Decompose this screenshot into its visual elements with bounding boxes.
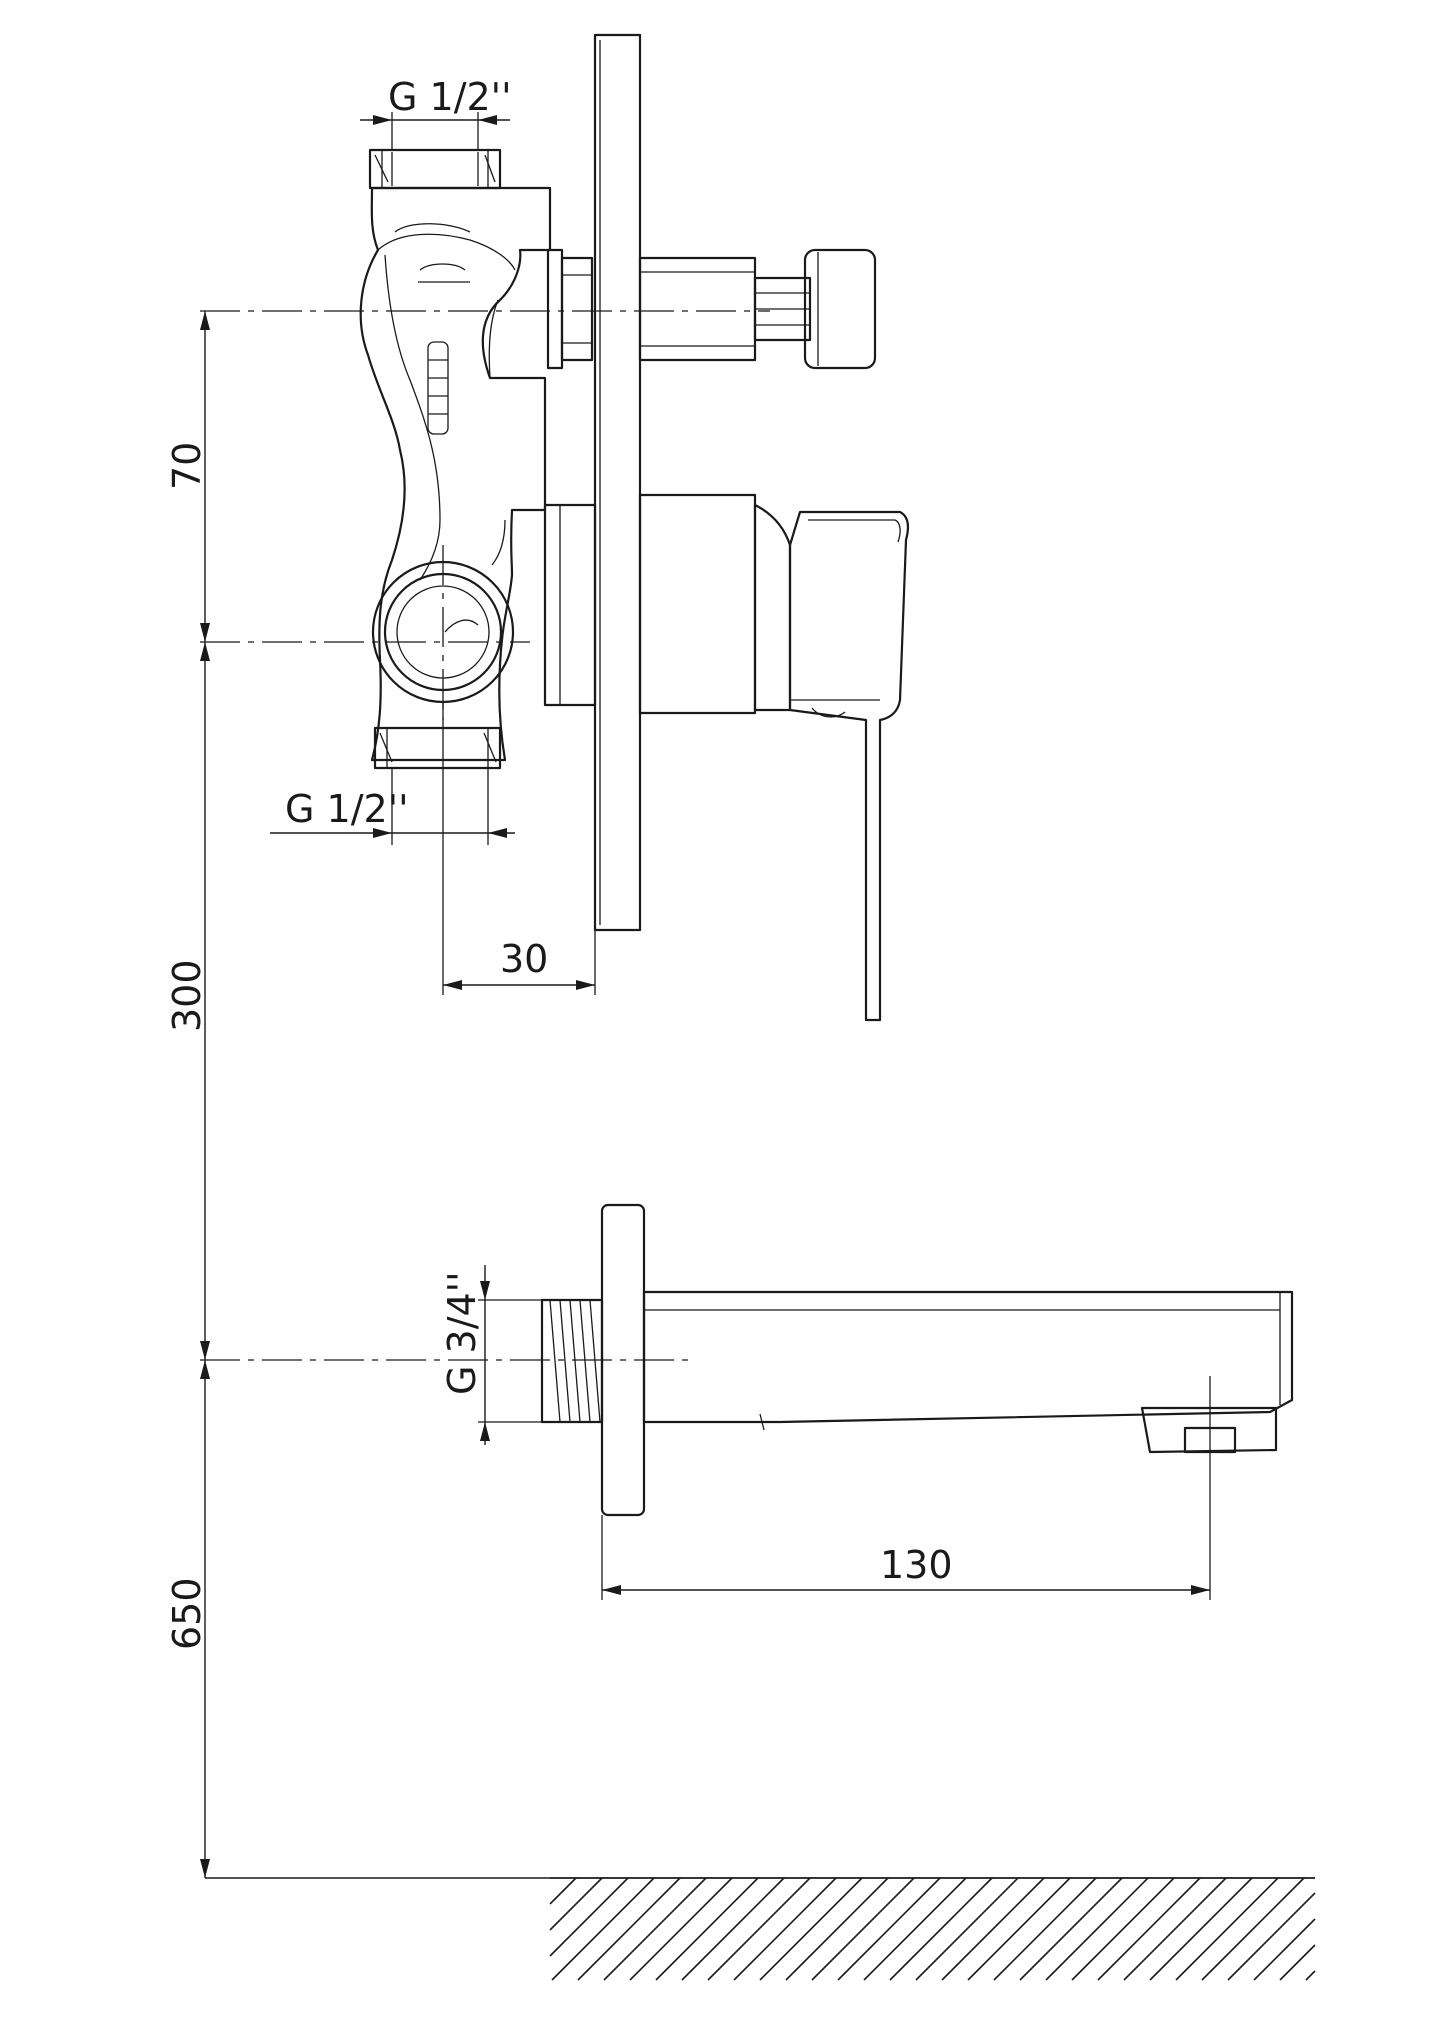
floor-hatch-line xyxy=(1097,1877,1201,1981)
floor-hatch-line xyxy=(941,1877,1045,1981)
dim-300-label: 300 xyxy=(165,959,209,1032)
vertical-dimension-chain xyxy=(200,311,210,1878)
floor-hatch-line xyxy=(993,1877,1097,1981)
floor-hatch-line xyxy=(811,1877,915,1981)
dim-depth-label: 30 xyxy=(500,937,548,981)
floor-hatch-line xyxy=(863,1877,967,1981)
dim-top-thread xyxy=(360,112,510,150)
floor-hatch-line xyxy=(967,1877,1071,1981)
dim-70-label: 70 xyxy=(165,442,209,490)
dim-650-label: 650 xyxy=(165,1577,209,1650)
floor-hatch-line xyxy=(629,1877,733,1981)
floor-hatch-line xyxy=(707,1877,811,1981)
dim-spout xyxy=(601,1495,1211,1600)
floor-hatch-line xyxy=(603,1877,707,1981)
floor-hatch-line xyxy=(889,1877,993,1981)
floor-hatch-line xyxy=(1175,1877,1279,1981)
floor-hatch-line xyxy=(1071,1877,1175,1981)
floor-hatch-line xyxy=(1019,1877,1123,1981)
floor-hatch-line xyxy=(577,1877,681,1981)
floor-hatch-line xyxy=(681,1877,785,1981)
floor-hatch-line xyxy=(733,1877,837,1981)
floor-hatch-line xyxy=(1305,1970,1316,1981)
mixer-body xyxy=(359,148,597,770)
floor-hatch-line xyxy=(1149,1877,1253,1981)
cover-plate xyxy=(593,33,642,932)
dim-outlet-thread-label: G 3/4'' xyxy=(440,1271,484,1395)
dim-spout-label: 130 xyxy=(880,1543,953,1587)
dim-bottom-thread xyxy=(270,768,515,845)
floor-hatch-line xyxy=(837,1877,941,1981)
floor-hatch-line xyxy=(1253,1918,1316,1981)
dim-bottom-thread-label: G 1/2'' xyxy=(285,787,409,831)
floor-hatch-line xyxy=(915,1877,1019,1981)
floor-hatch-line xyxy=(1201,1877,1305,1981)
floor-hatch-line xyxy=(759,1877,863,1981)
floor-hatch-line xyxy=(1123,1877,1227,1981)
diverter-knob xyxy=(638,248,877,370)
floor-hatching xyxy=(205,1877,1316,1981)
floor-hatch-line xyxy=(1227,1892,1316,1981)
floor-hatch-line xyxy=(551,1877,655,1981)
floor-hatch-line xyxy=(1279,1944,1316,1981)
floor-hatch-line xyxy=(785,1877,889,1981)
floor-hatch-line xyxy=(549,1877,577,1905)
dim-depth xyxy=(442,702,596,995)
floor-hatch-line xyxy=(549,1877,629,1957)
floor-hatch-line xyxy=(549,1877,603,1931)
dim-outlet-thread xyxy=(478,1265,542,1445)
floor-hatch-line xyxy=(1045,1877,1149,1981)
mixer-handle xyxy=(638,493,910,1022)
floor-hatch-line xyxy=(655,1877,759,1981)
dim-top-thread-label: G 1/2'' xyxy=(388,75,512,119)
